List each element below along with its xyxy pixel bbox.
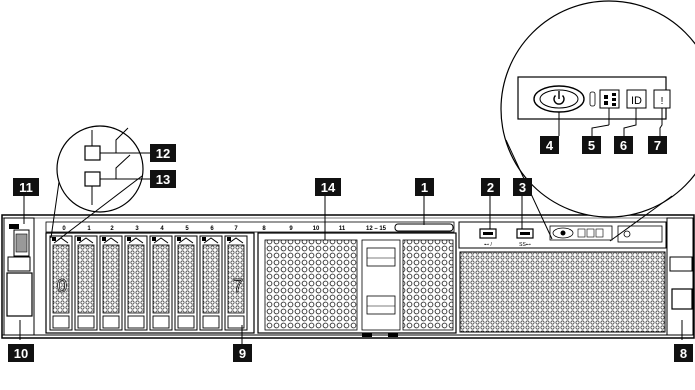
bay-number: 1 bbox=[87, 226, 91, 232]
svg-text:10: 10 bbox=[14, 346, 28, 361]
callout-9: 9 bbox=[233, 344, 252, 362]
network-activity-icon bbox=[604, 93, 616, 106]
operator-panel-small bbox=[549, 225, 663, 243]
bay-number: 11 bbox=[339, 226, 346, 232]
bay-number: 2 bbox=[110, 226, 114, 232]
id-button[interactable]: ID bbox=[631, 95, 642, 107]
drive-bay[interactable] bbox=[49, 235, 73, 331]
right-vent-panel bbox=[459, 251, 666, 333]
svg-text:2: 2 bbox=[487, 180, 494, 195]
bay-number-strip bbox=[45, 221, 455, 233]
drive-label-last: 7 bbox=[233, 276, 243, 296]
svg-text:14: 14 bbox=[321, 180, 336, 195]
bay-number: 6 bbox=[210, 226, 214, 232]
callout-2: 2 bbox=[481, 178, 500, 196]
operator-panel-magnifier bbox=[500, 0, 695, 242]
callout-3: 3 bbox=[513, 178, 532, 196]
drive-bays bbox=[49, 235, 248, 331]
pull-out-information-tab[interactable] bbox=[394, 223, 454, 232]
bay-number: 10 bbox=[313, 226, 320, 232]
callout-5: 5 bbox=[582, 136, 601, 154]
vga-port-icon[interactable] bbox=[9, 224, 30, 257]
svg-text:1: 1 bbox=[421, 180, 428, 195]
callout-8: 8 bbox=[674, 344, 693, 362]
drive-bay[interactable] bbox=[124, 235, 148, 331]
bay-number: 0 bbox=[62, 226, 66, 232]
svg-text:3: 3 bbox=[519, 180, 526, 195]
callout-10: 10 bbox=[8, 344, 34, 362]
svg-text:9: 9 bbox=[239, 346, 246, 361]
drive-bay[interactable] bbox=[224, 235, 248, 331]
svg-text:⊷ /: ⊷ / bbox=[484, 242, 492, 248]
bay-number: 9 bbox=[289, 226, 293, 232]
svg-text:4: 4 bbox=[546, 138, 554, 153]
svg-text:11: 11 bbox=[19, 180, 33, 195]
bay-number: 12 – 15 bbox=[366, 226, 387, 232]
callout-14: 14 bbox=[315, 178, 341, 196]
svg-text:7: 7 bbox=[654, 138, 661, 153]
callout-13: 13 bbox=[150, 170, 176, 188]
drive-label-first: 0 bbox=[57, 276, 67, 296]
bay-number: 7 bbox=[234, 226, 238, 232]
svg-text:12: 12 bbox=[156, 146, 170, 161]
callout-1: 1 bbox=[415, 178, 434, 196]
callout-12: 12 bbox=[150, 144, 176, 162]
leader-lines bbox=[19, 108, 683, 345]
drive-bay[interactable] bbox=[199, 235, 223, 331]
bay-number: 4 bbox=[160, 226, 164, 232]
bay-number: 8 bbox=[262, 226, 266, 232]
svg-text:6: 6 bbox=[620, 138, 627, 153]
svg-text:SS⊷: SS⊷ bbox=[519, 242, 531, 248]
drive-bay[interactable] bbox=[99, 235, 123, 331]
callout-4: 4 bbox=[540, 136, 559, 154]
bay-number: 3 bbox=[135, 226, 139, 232]
usb3-icon[interactable]: SS⊷ bbox=[516, 228, 534, 248]
callout-11: 11 bbox=[13, 178, 39, 196]
svg-text:5: 5 bbox=[588, 138, 595, 153]
svg-text:8: 8 bbox=[680, 346, 687, 361]
usb-icon[interactable]: ⊷ / bbox=[479, 228, 497, 248]
drive-bay[interactable] bbox=[174, 235, 198, 331]
fault-led-icon: ! bbox=[661, 96, 664, 107]
bay-numbers: 0 1 2 3 4 5 6 7 8 9 10 11 12 – 15 bbox=[62, 226, 386, 232]
center-vent-panel bbox=[257, 232, 457, 337]
power-icon[interactable] bbox=[553, 91, 565, 105]
callout-6: 6 bbox=[614, 136, 633, 154]
bay-number: 5 bbox=[185, 226, 189, 232]
drive-bay[interactable] bbox=[149, 235, 173, 331]
drive-led-magnifier bbox=[50, 125, 150, 241]
right-rack-ear bbox=[666, 217, 694, 336]
svg-text:13: 13 bbox=[156, 172, 170, 187]
callout-7: 7 bbox=[648, 136, 667, 154]
drive-bay[interactable] bbox=[74, 235, 98, 331]
